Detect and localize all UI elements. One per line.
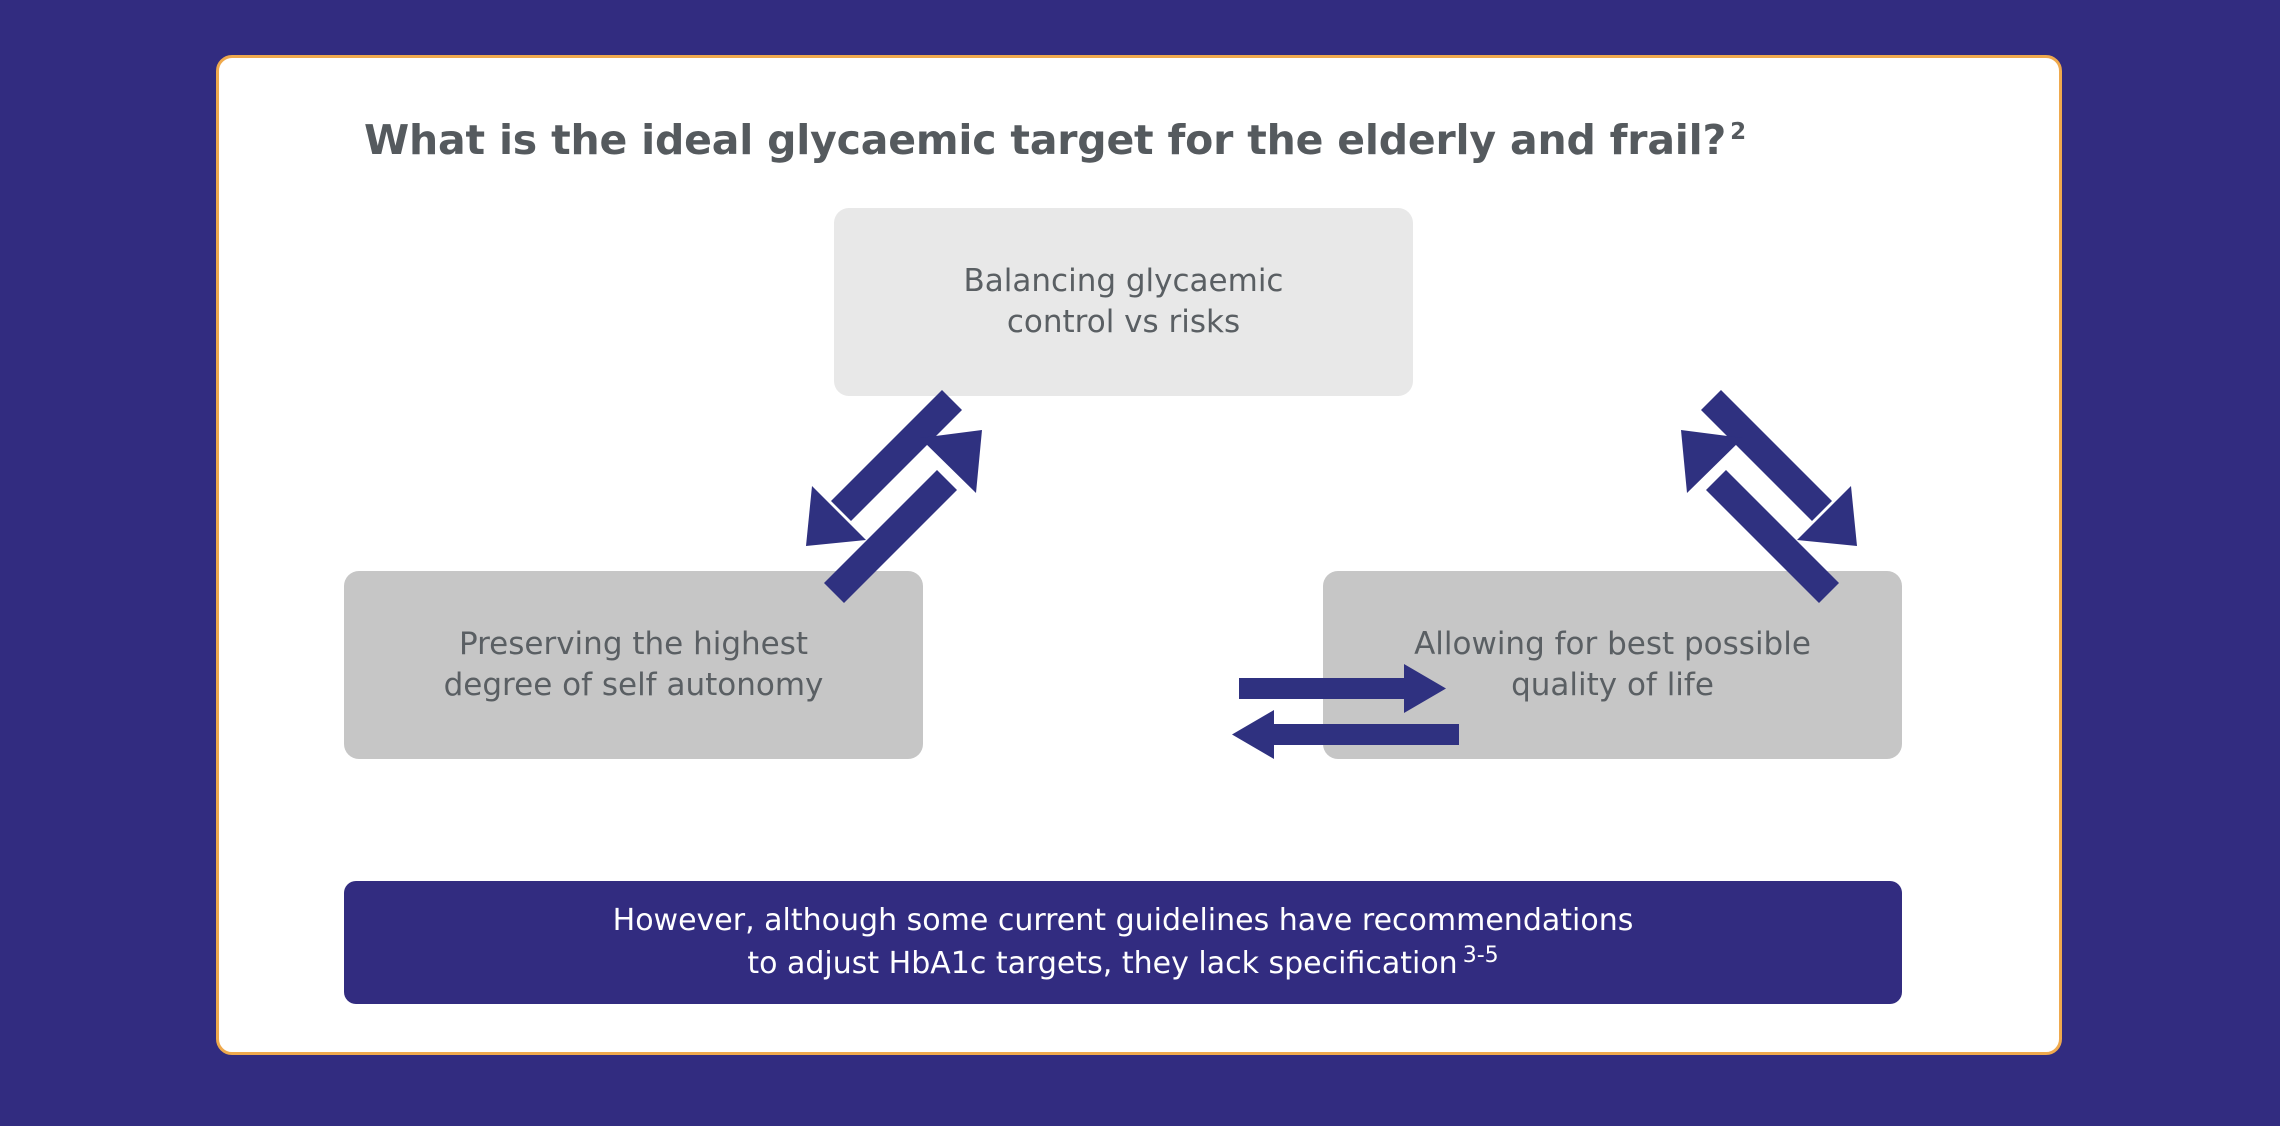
concept-box-autonomy-text: Preserving the highest degree of self au… xyxy=(444,624,824,706)
concept-box-autonomy-line1: Preserving the highest xyxy=(458,625,809,662)
bottom-banner: However, although some current guideline… xyxy=(344,881,1902,1004)
concept-box-balancing-line1: Balancing glycaemic xyxy=(963,262,1284,299)
arrow-pair-top-left xyxy=(794,368,1024,608)
concept-box-balancing: Balancing glycaemic control vs risks xyxy=(834,208,1413,396)
concept-box-autonomy-line2: degree of self autonomy xyxy=(443,667,824,703)
bottom-banner-line2: to adjust HbA1c targets, they lack speci… xyxy=(747,946,1458,981)
bottom-banner-line1: However, although some current guideline… xyxy=(612,903,1634,939)
arrow-pair-top-right xyxy=(1659,368,1889,628)
bottom-banner-superscript: 3-5 xyxy=(1462,943,1499,968)
page-title: What is the ideal glycaemic target for t… xyxy=(364,116,1746,164)
arrow-up-left-icon xyxy=(1681,430,1839,603)
arrow-up-right-icon xyxy=(824,430,982,603)
arrow-pair-middle xyxy=(1214,658,1464,768)
page-title-text: What is the ideal glycaemic target for t… xyxy=(364,116,1727,164)
page-title-superscript: 2 xyxy=(1730,119,1746,146)
concept-box-balancing-line2: control vs risks xyxy=(1006,304,1241,340)
slide-card: What is the ideal glycaemic target for t… xyxy=(216,55,2062,1055)
arrow-right-icon xyxy=(1239,664,1446,713)
arrow-down-right-icon xyxy=(1701,390,1857,546)
arrow-left-icon xyxy=(1232,710,1459,759)
bottom-banner-text: However, although some current guideline… xyxy=(613,901,1634,984)
concept-box-quality-of-life-line2: quality of life xyxy=(1511,667,1714,703)
concept-box-quality-of-life-text: Allowing for best possible quality of li… xyxy=(1414,624,1811,706)
concept-box-quality-of-life-line1: Allowing for best possible xyxy=(1414,625,1811,662)
arrow-down-left-icon xyxy=(806,390,962,546)
concept-box-autonomy: Preserving the highest degree of self au… xyxy=(344,571,923,759)
concept-box-balancing-text: Balancing glycaemic control vs risks xyxy=(964,261,1284,343)
